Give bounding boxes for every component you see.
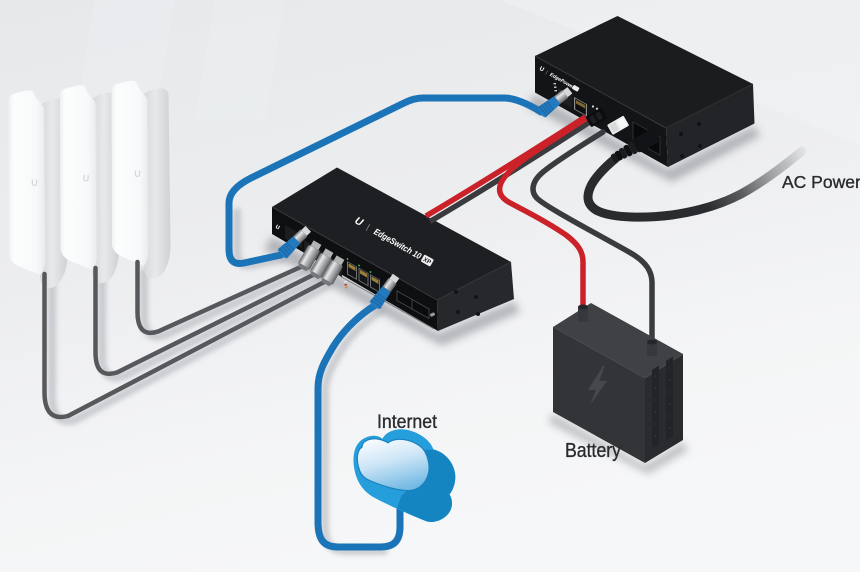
svg-text:AC Power: AC Power [782,172,860,192]
svg-text:|: | [365,223,371,232]
svg-text:u: u [274,223,281,231]
svg-text:U: U [134,169,141,179]
svg-text:Battery: Battery [565,440,621,462]
svg-text:U: U [538,66,545,73]
svg-text:|: | [545,70,549,76]
svg-text:U: U [31,178,38,188]
svg-text:Internet: Internet [377,412,438,433]
svg-text:XP: XP [422,257,432,266]
svg-text:U: U [83,174,90,184]
